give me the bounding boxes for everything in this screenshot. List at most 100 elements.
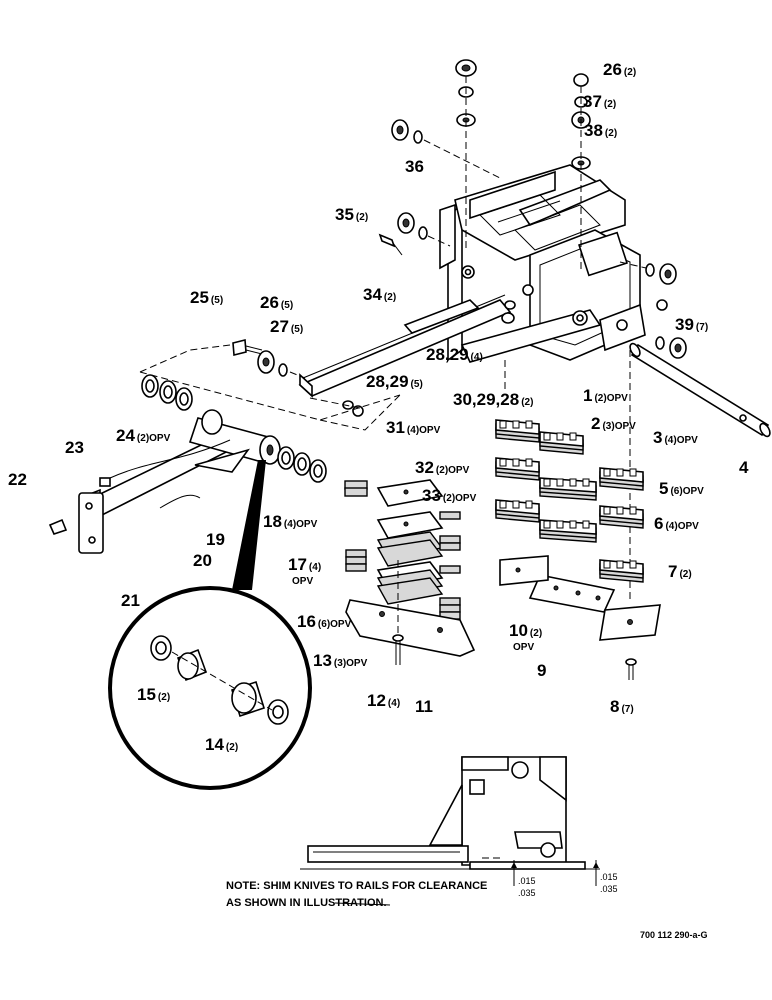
note-line-1: NOTE: SHIM KNIVES TO RAILS FOR CLEARANCE: [226, 880, 487, 892]
knife-slot: [512, 458, 520, 467]
callout-number: 34: [363, 285, 382, 304]
callout-c24: 24(2)OPV: [116, 426, 171, 445]
callout-c18: 18(4)OPV: [263, 512, 318, 531]
callout-number: 31: [386, 418, 405, 437]
callout-number: 26: [603, 60, 622, 79]
callout-c22: 22: [8, 470, 27, 489]
callout-c6: 6(4)OPV: [654, 514, 699, 533]
callout-quantity: (5): [291, 324, 303, 335]
callout-quantity: (4): [471, 352, 483, 363]
knife-slot: [629, 468, 637, 477]
callout-quantity: (6)OPV: [318, 619, 352, 630]
callout-c9: 9: [537, 661, 546, 680]
top-bearings: [232, 59, 687, 417]
callout-c33: 33(2)OPV: [422, 486, 477, 505]
callout-quantity: (2): [605, 128, 617, 139]
callout-quantity: (2): [624, 67, 636, 78]
callout-quantity: (2): [521, 397, 533, 408]
callout-c302928: 30,29,28(2): [453, 390, 533, 409]
callout-number: 2: [591, 414, 600, 433]
callout-number: 1: [583, 386, 592, 405]
knife-slot: [603, 506, 611, 515]
callout-c3: 3(4)OPV: [653, 428, 698, 447]
callout-quantity: (2)OPV: [436, 465, 470, 476]
dim-a-top: .015: [518, 876, 536, 886]
knife-slot: [582, 478, 590, 487]
knife-slot: [499, 420, 507, 429]
callout-number: 5: [659, 479, 668, 498]
knife-slot: [543, 520, 551, 529]
callout-number: 12: [367, 691, 386, 710]
knife-section: [539, 519, 597, 535]
callout-quantity: (4)OPV: [284, 519, 318, 530]
callout-number: 30,29,28: [453, 390, 519, 409]
callout-number: 23: [65, 438, 84, 457]
pivot-arm: [48, 409, 281, 554]
callout-number: 28,29: [426, 345, 469, 364]
callout-number: 39: [675, 315, 694, 334]
callout-quantity: (2)OPV: [137, 433, 171, 444]
callout-c35: 35(2): [335, 205, 368, 224]
knife-slot: [543, 432, 551, 441]
callout-number: 33: [422, 486, 441, 505]
rail-assembly: [298, 294, 512, 398]
callout-number: 4: [739, 458, 749, 477]
callout-number: 10: [509, 621, 528, 640]
callout-opv-c10: OPV: [513, 642, 534, 653]
callout-number: 17: [288, 555, 307, 574]
callout-number: 8: [610, 697, 619, 716]
callout-quantity: (2)OPV: [443, 493, 477, 504]
callout-number: 3: [653, 428, 662, 447]
callout-c26a: 26(2): [603, 60, 636, 79]
shaft: [629, 342, 771, 438]
callout-number: 9: [537, 661, 546, 680]
callout-c1: 1(2)OPV: [583, 386, 628, 405]
callout-c23: 23: [65, 438, 84, 457]
callout-c11: 11: [415, 697, 433, 716]
callout-quantity: (2): [530, 628, 542, 639]
callout-c8: 8(7): [610, 697, 634, 716]
callout-c14: 14(2): [205, 735, 238, 754]
callout-quantity: (2): [384, 292, 396, 303]
callout-c19: 19: [206, 530, 225, 549]
callout-quantity: (7): [621, 704, 633, 715]
callout-c27: 27(5): [270, 317, 303, 336]
dim-b-bottom: .035: [600, 884, 618, 894]
callout-c7: 7(2): [668, 562, 692, 581]
note-line-2: AS SHOWN IN ILLUSTRATION.: [226, 897, 387, 909]
callout-c2829b: 28,29(5): [366, 372, 423, 391]
callout-number: 6: [654, 514, 663, 533]
knife-slot: [603, 560, 611, 569]
callout-c37: 37(2): [583, 92, 616, 111]
callout-number: 26: [260, 293, 279, 312]
callout-number: 15: [137, 685, 156, 704]
callout-number: 28,29: [366, 372, 409, 391]
callout-number: 19: [206, 530, 225, 549]
callout-c12: 12(4): [367, 691, 400, 710]
callout-c13: 13(3)OPV: [313, 651, 368, 670]
callout-number: 38: [584, 121, 603, 140]
knife-slot: [569, 520, 577, 529]
callout-c2: 2(3)OPV: [591, 414, 636, 433]
callout-quantity: (4)OPV: [407, 425, 441, 436]
callout-quantity: (2): [158, 692, 170, 703]
callout-c32: 32(2)OPV: [415, 458, 470, 477]
washers-24: [141, 374, 193, 411]
callout-c34: 34(2): [363, 285, 396, 304]
knife-section: [539, 477, 597, 493]
callout-number: 11: [415, 697, 433, 716]
callout-quantity: (2): [356, 212, 368, 223]
callout-quantity: (5): [411, 379, 423, 390]
callout-number: 7: [668, 562, 677, 581]
callout-c10: 10(2): [509, 621, 542, 640]
knife-slot: [512, 420, 520, 429]
callout-quantity: (5): [281, 300, 293, 311]
callout-labels: 26(2)37(2)38(2)3635(2)34(2)25(5)26(5)27(…: [8, 60, 749, 754]
callout-c17: 17(4): [288, 555, 321, 574]
callout-number: 21: [121, 591, 140, 610]
callout-quantity: (4)OPV: [665, 521, 699, 532]
clearance-view: [300, 756, 600, 886]
callout-number: 20: [193, 551, 212, 570]
callout-number: 24: [116, 426, 135, 445]
